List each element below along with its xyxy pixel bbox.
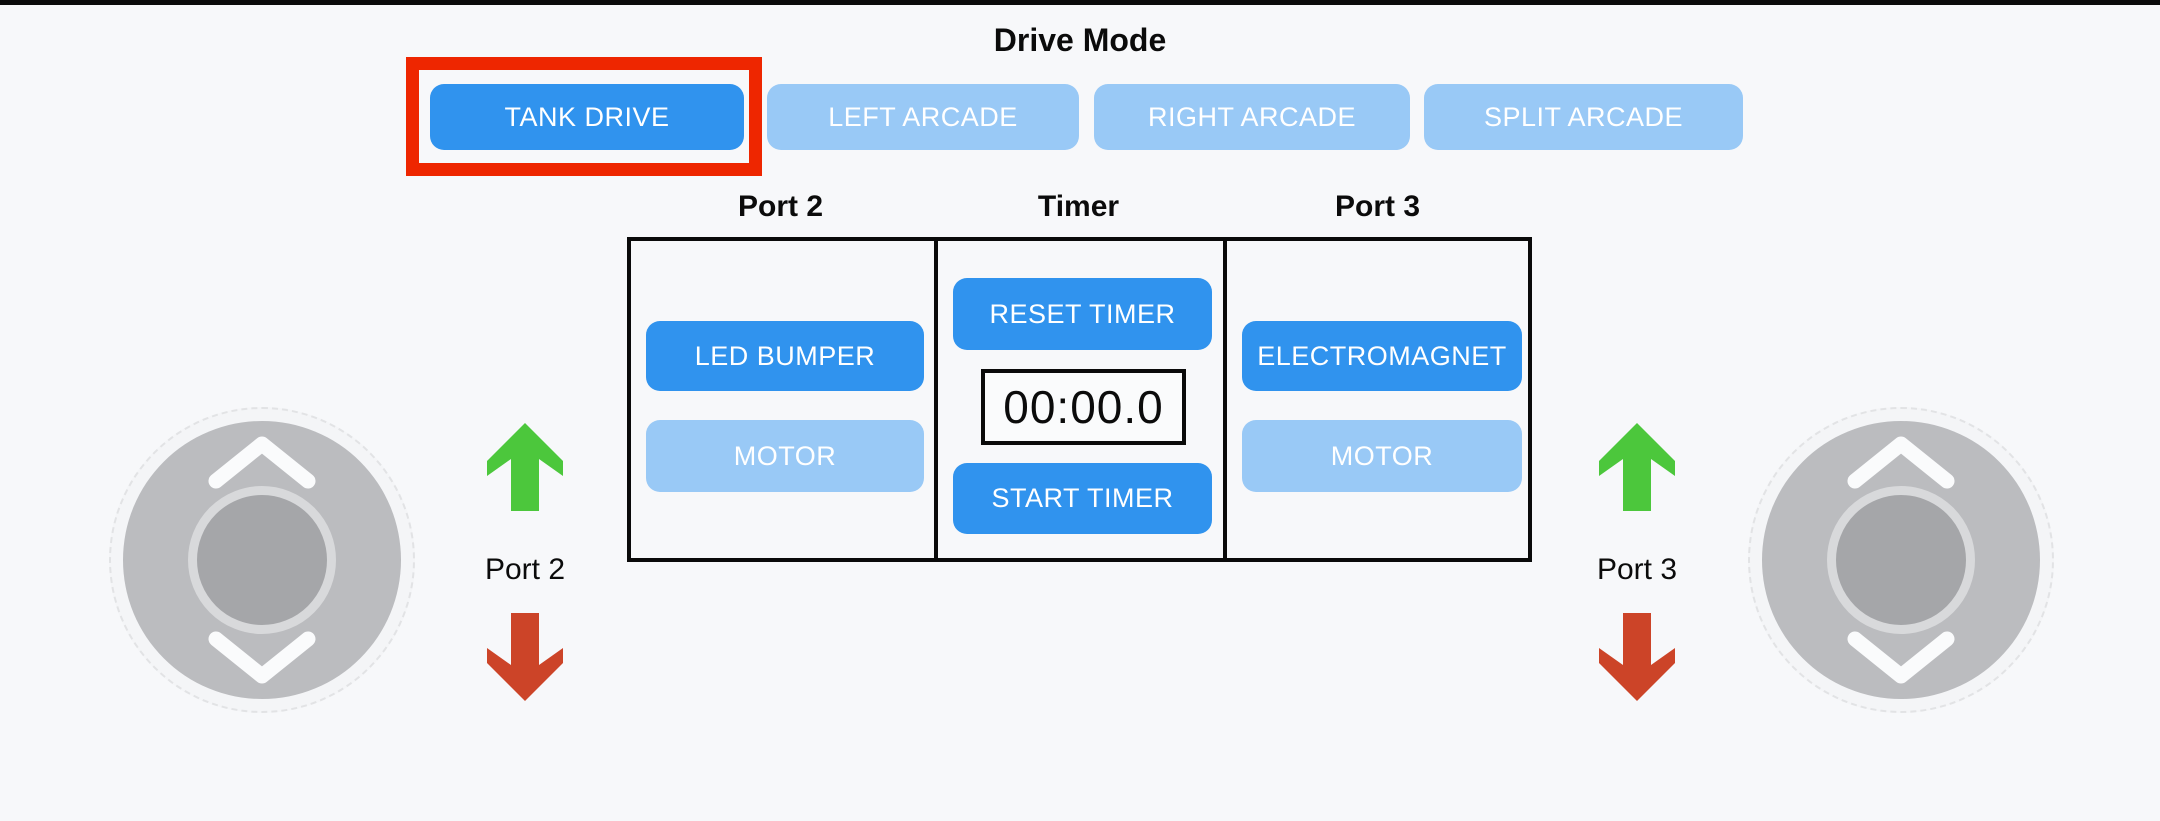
chevron-down-icon xyxy=(208,631,316,684)
right-joystick-knob[interactable] xyxy=(1827,486,1975,634)
start-timer-button[interactable]: START TIMER xyxy=(953,463,1212,534)
drive-mode-button-tank[interactable]: TANK DRIVE xyxy=(430,84,744,150)
drive-mode-button-split-arcade[interactable]: SPLIT ARCADE xyxy=(1424,84,1743,150)
window-top-edge xyxy=(0,0,2160,5)
left-joystick-knob[interactable] xyxy=(188,486,336,634)
control-table: LED BUMPER MOTOR RESET TIMER 00:00.0 STA… xyxy=(627,237,1532,562)
column-header-timer: Timer xyxy=(1037,190,1120,223)
table-divider xyxy=(934,241,938,558)
drive-mode-button-left-arcade[interactable]: LEFT ARCADE xyxy=(767,84,1079,150)
column-header-port2: Port 2 xyxy=(737,190,824,223)
table-divider xyxy=(1223,241,1227,558)
timer-display: 00:00.0 xyxy=(981,369,1186,445)
left-stick-port-label: Port 2 xyxy=(484,553,566,586)
led-bumper-button[interactable]: LED BUMPER xyxy=(646,321,924,391)
right-stick-port-label: Port 3 xyxy=(1596,553,1678,586)
up-arrow-icon xyxy=(1599,423,1675,511)
down-arrow-icon xyxy=(1599,613,1675,701)
left-joystick-base xyxy=(123,421,401,699)
motor-button-port3[interactable]: MOTOR xyxy=(1242,420,1522,492)
right-joystick-base xyxy=(1762,421,2040,699)
right-joystick[interactable] xyxy=(1748,407,2054,713)
up-arrow-icon xyxy=(487,423,563,511)
selected-drive-mode-highlight xyxy=(406,57,762,176)
left-joystick[interactable] xyxy=(109,407,415,713)
chevron-up-icon xyxy=(208,436,316,489)
chevron-down-icon xyxy=(1847,631,1955,684)
down-arrow-icon xyxy=(487,613,563,701)
reset-timer-button[interactable]: RESET TIMER xyxy=(953,278,1212,350)
chevron-up-icon xyxy=(1847,436,1955,489)
drive-mode-button-right-arcade[interactable]: RIGHT ARCADE xyxy=(1094,84,1410,150)
motor-button-port2[interactable]: MOTOR xyxy=(646,420,924,492)
electromagnet-button[interactable]: ELECTROMAGNET xyxy=(1242,321,1522,391)
column-header-port3: Port 3 xyxy=(1334,190,1421,223)
drive-mode-title: Drive Mode xyxy=(993,22,1167,58)
